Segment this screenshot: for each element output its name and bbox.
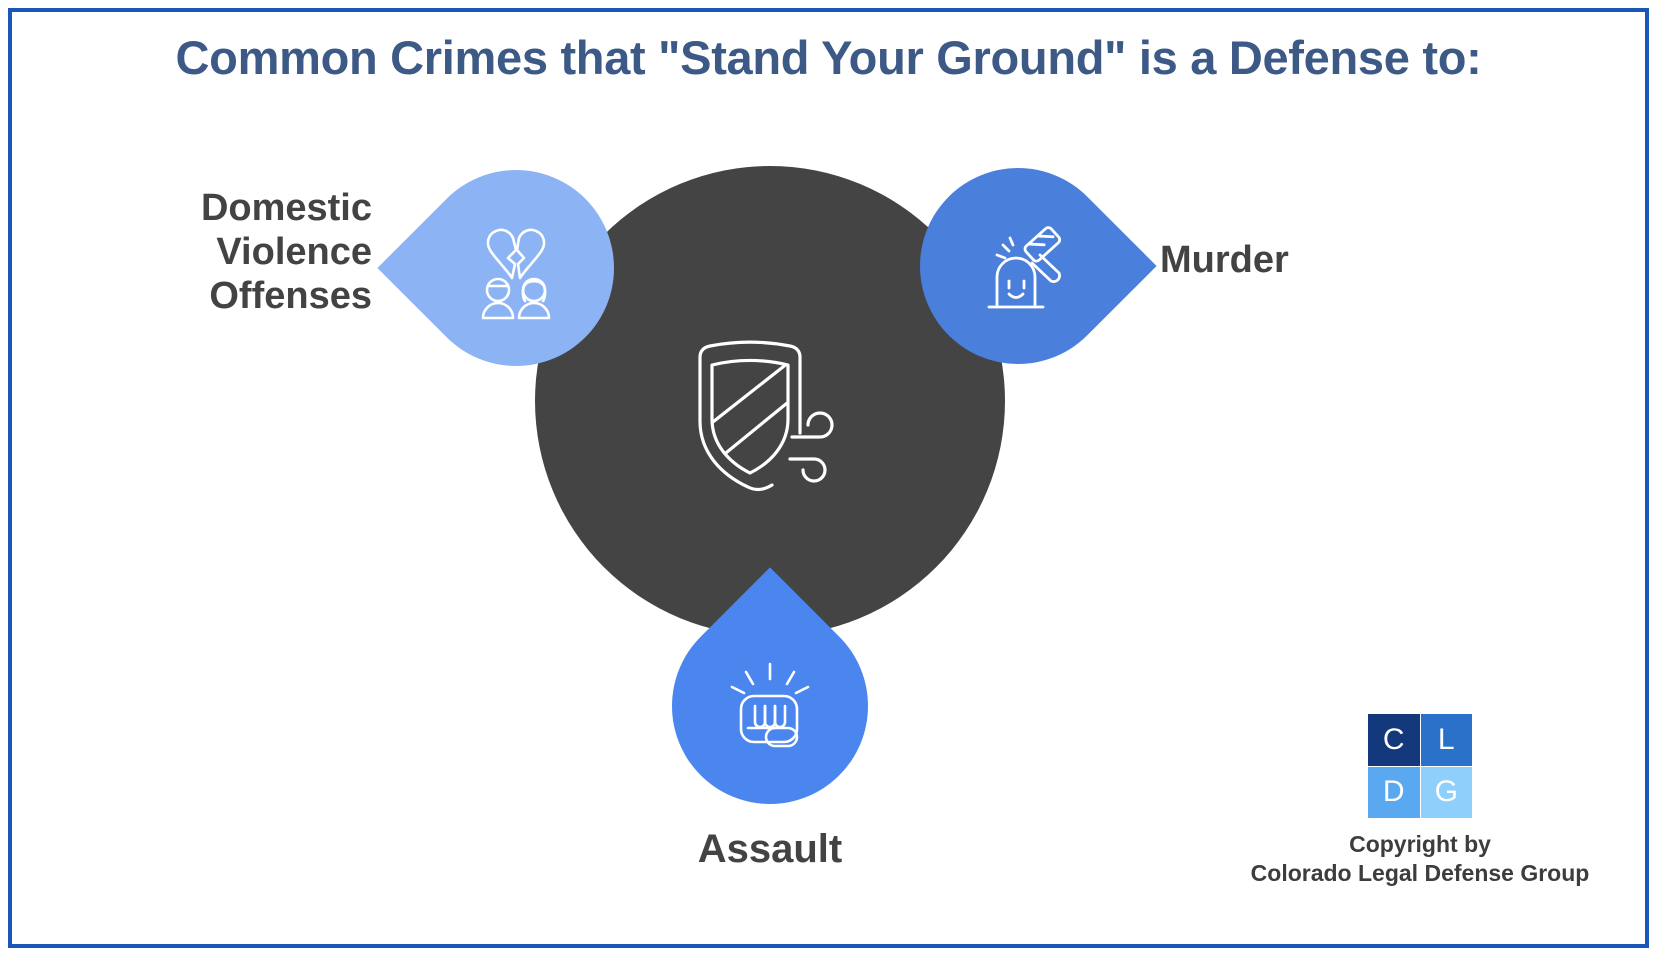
logo-block: C L D G Copyright by Colorado Legal Defe…	[1230, 714, 1610, 889]
broken-heart-couple-icon	[481, 228, 551, 320]
copyright-text: Copyright by Colorado Legal Defense Grou…	[1230, 830, 1610, 889]
node-murder-icon-wrap	[920, 168, 1116, 364]
label-line-1: Domestic	[200, 187, 372, 229]
fist-impact-icon	[730, 662, 810, 748]
node-assault-icon-wrap	[672, 608, 868, 804]
label-line-1: Murder	[1160, 239, 1289, 281]
copyright-line-2: Colorado Legal Defense Group	[1250, 860, 1590, 887]
cldg-logo: C L D G	[1368, 714, 1472, 818]
label-line-2: Violence	[216, 231, 372, 274]
page-title: Common Crimes that "Stand Your Ground" i…	[175, 31, 1482, 84]
logo-cell-d: D	[1368, 766, 1420, 818]
node-label-murder: Murder	[1160, 238, 1560, 282]
copyright-line-1: Copyright by	[1349, 831, 1491, 857]
node-murder[interactable]	[879, 127, 1157, 405]
logo-cell-c: C	[1368, 714, 1420, 766]
logo-cell-g: G	[1420, 766, 1472, 818]
gavel-gravestone-icon	[987, 226, 1062, 309]
node-assault[interactable]	[631, 567, 909, 845]
node-domestic-violence[interactable]	[377, 129, 655, 407]
label-line-3: Offenses	[209, 275, 372, 318]
logo-cell-l: L	[1420, 714, 1472, 766]
node-domestic-violence-icon-wrap	[418, 170, 614, 366]
node-label-assault: Assault	[580, 826, 960, 872]
shield-wind-icon	[660, 325, 880, 505]
node-label-domestic-violence: Domestic Violence Offenses	[60, 186, 372, 318]
label-line-1: Assault	[697, 827, 843, 871]
